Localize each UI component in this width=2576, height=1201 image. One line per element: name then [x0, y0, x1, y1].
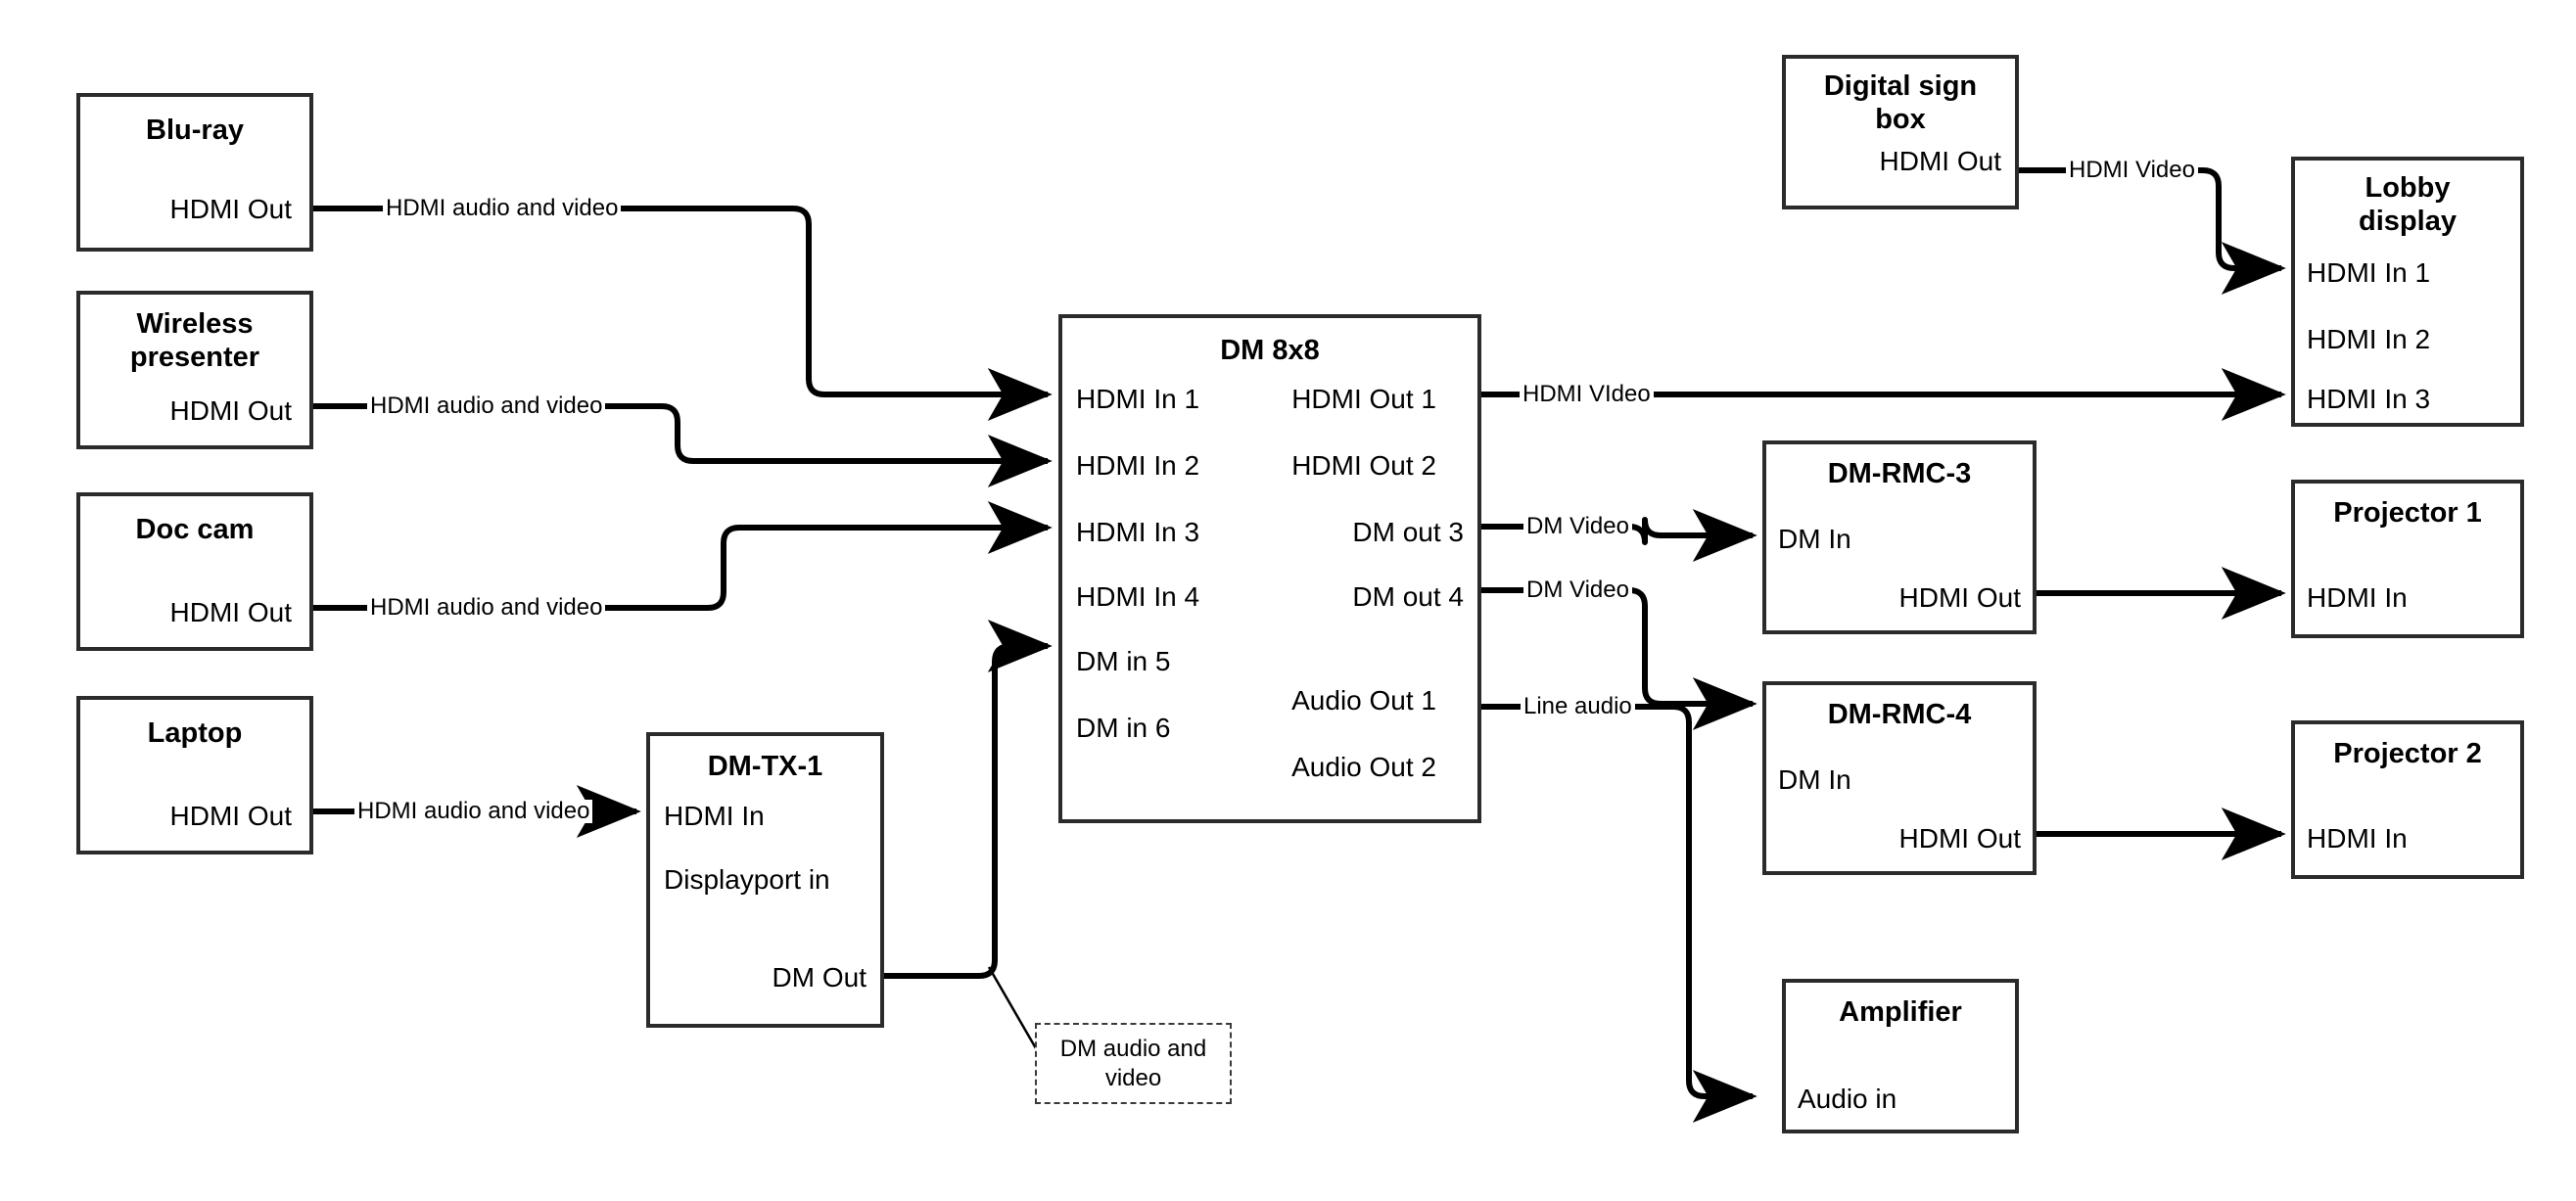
node-doc-cam[interactable]: Doc cam HDMI Out: [76, 492, 313, 651]
port-hdmi-out: HDMI Out: [1898, 823, 2021, 854]
node-dm-rmc-4[interactable]: DM-RMC-4 DM In HDMI Out: [1762, 681, 2037, 875]
node-title-line2: box: [1875, 104, 1926, 135]
edge-label-dm8x8-to-lobby: HDMI VIdeo: [1520, 383, 1654, 406]
node-laptop[interactable]: Laptop HDMI Out: [76, 696, 313, 855]
port-hdmi-in: HDMI In: [664, 801, 765, 831]
port-hdmi-in-4: HDMI In 4: [1076, 581, 1200, 612]
node-projector-1[interactable]: Projector 1 HDMI In: [2291, 480, 2524, 638]
port-dm-out-4: DM out 4: [1352, 581, 1464, 612]
port-hdmi-in-3: HDMI In 3: [2307, 384, 2431, 414]
port-audio-out-2: Audio Out 2: [1291, 752, 1436, 782]
wire-sign-to-lobby: [2019, 167, 2286, 295]
node-projector-2[interactable]: Projector 2 HDMI In: [2291, 720, 2524, 879]
callout-dm-audio-and-video: DM audio and video: [1035, 1023, 1232, 1104]
port-hdmi-out: HDMI Out: [169, 801, 292, 831]
port-hdmi-in: HDMI In: [2307, 582, 2408, 613]
node-title-line2: presenter: [129, 342, 260, 373]
port-hdmi-in-1: HDMI In 1: [1076, 384, 1200, 414]
node-title: Projector 1: [2333, 497, 2482, 529]
node-title: Laptop: [147, 717, 243, 749]
port-displayport-in: Displayport in: [664, 864, 830, 895]
node-title: Amplifier: [1839, 996, 1962, 1028]
edge-label-dm8x8-to-amp: Line audio: [1521, 695, 1635, 718]
port-audio-in: Audio in: [1798, 1084, 1897, 1114]
callout-text: DM audio and video: [1059, 1035, 1207, 1091]
node-wireless-presenter[interactable]: Wireless presenter HDMI Out: [76, 291, 313, 449]
node-dm-tx-1[interactable]: DM-TX-1 HDMI In Displayport in DM Out: [646, 732, 884, 1028]
node-dm-8x8[interactable]: DM 8x8 HDMI In 1 HDMI In 2 HDMI In 3 HDM…: [1058, 314, 1481, 823]
wire-dmtx1-to-dm8x8: [884, 620, 1053, 979]
port-hdmi-out-1: HDMI Out 1: [1291, 384, 1436, 414]
port-hdmi-in-1: HDMI In 1: [2307, 257, 2431, 288]
edge-label-bluray-to-dm8x8: HDMI audio and video: [383, 197, 622, 220]
node-title: Doc cam: [135, 514, 255, 545]
wire-bluray-to-dm8x8: [313, 206, 1053, 421]
wire-dm8x8-to-rmc4: [1481, 587, 1757, 730]
node-title: DM-RMC-3: [1827, 458, 1972, 489]
node-title-line1: Lobby: [2365, 172, 2451, 204]
node-title: DM-RMC-4: [1827, 699, 1972, 730]
node-title-line1: Digital sign: [1823, 70, 1978, 102]
port-hdmi-out: HDMI Out: [1879, 146, 2001, 176]
node-title: DM-TX-1: [707, 751, 823, 782]
wire-dm8x8-to-amp: [1481, 704, 1757, 1123]
edge-label-dm8x8-to-rmc3: DM Video: [1523, 515, 1632, 538]
edge-label-doccam-to-dm8x8: HDMI audio and video: [367, 596, 606, 620]
edge-label-dm8x8-to-rmc4: DM Video: [1523, 578, 1632, 602]
node-title: Projector 2: [2333, 738, 2482, 769]
port-hdmi-out: HDMI Out: [1898, 582, 2021, 613]
edge-label-wireless-to-dm8x8: HDMI audio and video: [367, 394, 606, 418]
port-hdmi-out: HDMI Out: [169, 194, 292, 224]
wire-callout-leader: [987, 966, 1042, 1056]
port-hdmi-in: HDMI In: [2307, 823, 2408, 854]
node-dm-rmc-3[interactable]: DM-RMC-3 DM In HDMI Out: [1762, 440, 2037, 634]
node-title-line1: Wireless: [136, 308, 254, 340]
node-title: DM 8x8: [1220, 335, 1320, 366]
port-dm-in-6: DM in 6: [1076, 713, 1171, 743]
node-amplifier[interactable]: Amplifier Audio in: [1782, 979, 2019, 1133]
port-hdmi-out-2: HDMI Out 2: [1291, 450, 1436, 481]
port-dm-in: DM In: [1778, 524, 1851, 554]
node-digital-sign-box[interactable]: Digital sign box HDMI Out: [1782, 55, 2019, 209]
port-hdmi-out: HDMI Out: [169, 597, 292, 627]
edge-label-sign-to-lobby: HDMI Video: [2066, 159, 2198, 182]
node-lobby-display[interactable]: Lobby display HDMI In 1 HDMI In 2 HDMI I…: [2291, 157, 2524, 427]
edge-label-laptop-to-dmtx1: HDMI audio and video: [354, 800, 593, 823]
port-hdmi-in-2: HDMI In 2: [1076, 450, 1200, 481]
node-title-line2: display: [2359, 206, 2457, 237]
port-dm-in: DM In: [1778, 764, 1851, 795]
node-blu-ray[interactable]: Blu-ray HDMI Out: [76, 93, 313, 252]
port-dm-out: DM Out: [772, 962, 866, 993]
port-audio-out-1: Audio Out 1: [1291, 685, 1436, 716]
port-dm-in-5: DM in 5: [1076, 646, 1171, 676]
port-hdmi-in-3: HDMI In 3: [1076, 517, 1200, 547]
port-dm-out-3: DM out 3: [1352, 517, 1464, 547]
port-hdmi-out: HDMI Out: [169, 395, 292, 426]
node-title: Blu-ray: [146, 115, 244, 146]
port-hdmi-in-2: HDMI In 2: [2307, 324, 2431, 354]
